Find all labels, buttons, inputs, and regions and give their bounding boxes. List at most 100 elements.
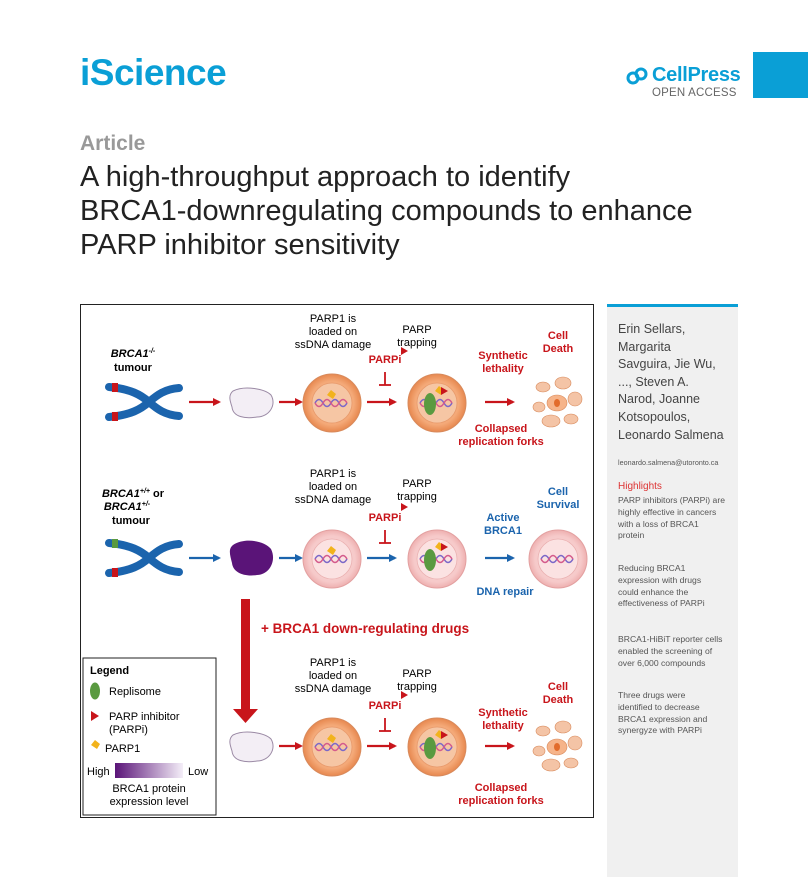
sample-label: BRCA1+/+ or xyxy=(102,488,165,500)
loaded-label: loaded on xyxy=(309,326,357,338)
parpi-icon xyxy=(441,731,448,739)
loaded-label: ssDNA damage xyxy=(295,339,371,351)
graphical-abstract: BRCA1-/- tumour PARP1 is loaded on ssDNA… xyxy=(80,304,594,818)
author-line: Leonardo Salmena xyxy=(618,427,724,442)
dead-cell-fragments-icon xyxy=(532,720,583,772)
sample-label: BRCA1+/- xyxy=(104,501,151,513)
dead-cell-fragments-icon xyxy=(532,376,583,428)
title-line: A high-throughput approach to identify xyxy=(80,161,571,193)
parpi-icon xyxy=(401,691,408,699)
outcome-label: Cell xyxy=(548,486,568,498)
loaded-label: PARP1 is xyxy=(310,468,357,480)
protein-blob-low xyxy=(229,731,274,763)
legend-low-label: Low xyxy=(188,766,208,778)
synthetic-lethality-label: lethality xyxy=(482,720,524,732)
protein-blob-high xyxy=(229,540,274,576)
loaded-label: PARP1 is xyxy=(310,313,357,325)
legend-expression-label: expression level xyxy=(110,796,189,808)
parpi-icon xyxy=(401,503,408,511)
synthetic-lethality-label: Synthetic xyxy=(478,707,528,719)
title-line: PARP inhibitor sensitivity xyxy=(80,229,400,261)
article-sidebar: Erin Sellars, Margarita Savguira, Jie Wu… xyxy=(607,304,738,877)
loaded-label: ssDNA damage xyxy=(295,494,371,506)
cell-icon xyxy=(302,373,362,433)
legend-inhibitor-label: (PARPi) xyxy=(109,724,148,736)
sample-tumour-label: tumour xyxy=(114,362,153,374)
trapping-label: trapping xyxy=(397,681,437,693)
replisome-icon xyxy=(424,393,436,415)
legend-parp1-label: PARP1 xyxy=(105,743,140,755)
drugs-label: + BRCA1 down-regulating drugs xyxy=(261,621,469,636)
collapsed-forks-label: replication forks xyxy=(458,795,544,807)
loaded-label: loaded on xyxy=(309,670,357,682)
parp1-icon xyxy=(327,546,336,555)
open-access-label: OPEN ACCESS xyxy=(652,87,737,99)
parpi-icon xyxy=(91,711,99,721)
expression-gradient-bar xyxy=(115,763,183,778)
cell-icon xyxy=(302,529,362,589)
protein-blob-low xyxy=(229,387,274,419)
trapping-label: trapping xyxy=(397,491,437,503)
legend-expression-label: BRCA1 protein xyxy=(112,783,185,795)
trapped-cell-icon xyxy=(407,373,467,433)
article-title: A high-throughput approach to identify B… xyxy=(80,160,740,262)
publisher-name: CellPress xyxy=(652,64,741,86)
loaded-label: ssDNA damage xyxy=(295,683,371,695)
outcome-label: Death xyxy=(543,694,574,706)
trapped-cell-icon xyxy=(407,529,467,589)
parpi-label: PARPi xyxy=(369,700,402,712)
dna-repair-label: DNA repair xyxy=(476,586,534,598)
parp1-icon xyxy=(327,390,336,399)
highlight-item: Three drugs were identified to decrease … xyxy=(618,690,708,736)
author-line: Kotsopoulos, xyxy=(618,409,691,424)
parpi-label: PARPi xyxy=(369,512,402,524)
collapsed-forks-label: Collapsed xyxy=(475,423,528,435)
chromosome-icon xyxy=(105,383,183,421)
journal-logo: iScience xyxy=(80,52,227,93)
author-line: Margarita xyxy=(618,339,671,354)
parpi-icon xyxy=(441,543,448,551)
legend-high-label: High xyxy=(87,766,110,778)
replisome-icon xyxy=(90,682,100,700)
outcome-label: Survival xyxy=(537,499,580,511)
highlights-heading: Highlights xyxy=(618,481,662,492)
author-line: Narod, Joanne xyxy=(618,392,701,407)
synthetic-lethality-label: lethality xyxy=(482,363,524,375)
trapping-label: PARP xyxy=(402,478,431,490)
corner-tab xyxy=(753,52,808,98)
author-list: Erin Sellars, Margarita Savguira, Jie Wu… xyxy=(618,321,736,444)
active-brca1-label: Active xyxy=(486,512,519,524)
replisome-icon xyxy=(424,549,436,571)
legend-inhibitor-label: PARP inhibitor xyxy=(109,711,180,723)
panel-brca1-null: BRCA1-/- tumour PARP1 is loaded on ssDNA… xyxy=(105,313,583,448)
author-line: Savguira, Jie Wu, xyxy=(618,357,716,372)
parpi-icon xyxy=(441,387,448,395)
sample-label: BRCA1-/- xyxy=(111,348,156,360)
legend: Legend Replisome PARP inhibitor (PARPi) … xyxy=(82,657,217,816)
parpi-label: PARPi xyxy=(369,354,402,366)
author-line: ..., Steven A. xyxy=(618,374,689,389)
title-line: BRCA1-downregulating compounds to enhanc… xyxy=(80,195,693,227)
collapsed-forks-label: Collapsed xyxy=(475,782,528,794)
parpi-icon xyxy=(401,347,408,355)
cellpress-logo: CellPress xyxy=(626,64,741,87)
outcome-label: Cell xyxy=(548,681,568,693)
trapped-cell-icon xyxy=(407,717,467,777)
highlight-item: Reducing BRCA1 expression with drugs cou… xyxy=(618,563,705,609)
loaded-label: PARP1 is xyxy=(310,657,357,669)
synthetic-lethality-label: Synthetic xyxy=(478,350,528,362)
cellpress-icon xyxy=(626,67,648,84)
correspondence-email[interactable]: leonardo.salmena@utoronto.ca xyxy=(618,458,719,467)
loaded-label: loaded on xyxy=(309,481,357,493)
outcome-label: Death xyxy=(543,343,574,355)
panel-brca1-proficient: BRCA1+/+ or BRCA1+/- tumour PARP1 is loa… xyxy=(102,468,588,598)
trapping-label: PARP xyxy=(402,324,431,336)
article-type-label: Article xyxy=(80,132,146,155)
trapping-label: trapping xyxy=(397,337,437,349)
highlight-item: PARP inhibitors (PARPi) are highly effec… xyxy=(618,495,725,541)
trapping-label: PARP xyxy=(402,668,431,680)
drugs-arrow xyxy=(233,599,258,723)
author-line: Erin Sellars, xyxy=(618,322,686,336)
legend-title: Legend xyxy=(90,665,129,677)
panel-drug-treated: PARP1 is loaded on ssDNA damage PARP tra… xyxy=(229,657,583,807)
